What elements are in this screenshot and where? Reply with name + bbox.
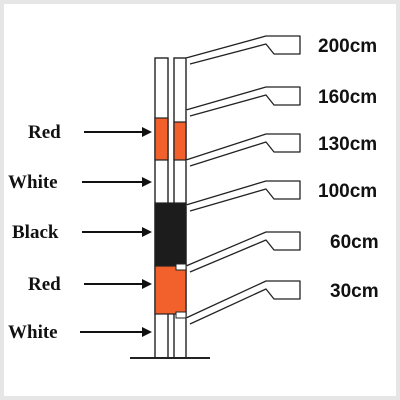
upper-red-band-right [173,121,187,161]
lower-red-band [154,265,187,315]
black-band [154,202,187,267]
height-label-100: 100cm [318,181,377,202]
band-label-red-lower: Red [28,274,61,295]
height-tag-30cm [185,280,301,325]
arrow-white-1 [82,177,152,187]
height-tag-60cm [185,231,301,273]
height-tags [185,35,301,325]
height-tag-100cm [185,180,301,212]
height-label-130: 130cm [318,134,377,155]
band-arrows [80,127,152,337]
band-notch [175,263,187,271]
height-tag-160cm [185,86,301,117]
height-label-60: 60cm [330,232,379,253]
height-label-30: 30cm [330,281,379,302]
arrow-white-4 [80,327,152,337]
arrow-red-3 [84,279,152,289]
height-label-200: 200cm [318,36,377,57]
band-notch-lower [175,311,187,319]
arrow-red-0 [84,127,152,137]
white-panel [4,4,396,396]
height-tag-130cm [185,133,301,167]
band-label-white-lower: White [8,322,58,343]
height-label-160: 160cm [318,87,377,108]
pole [130,57,210,359]
arrow-black-2 [82,227,152,237]
upper-red-band [154,117,169,161]
band-label-white-middle: White [8,172,58,193]
band-label-red-upper: Red [28,122,61,143]
band-label-black: Black [12,222,59,243]
height-tag-200cm [185,35,301,65]
